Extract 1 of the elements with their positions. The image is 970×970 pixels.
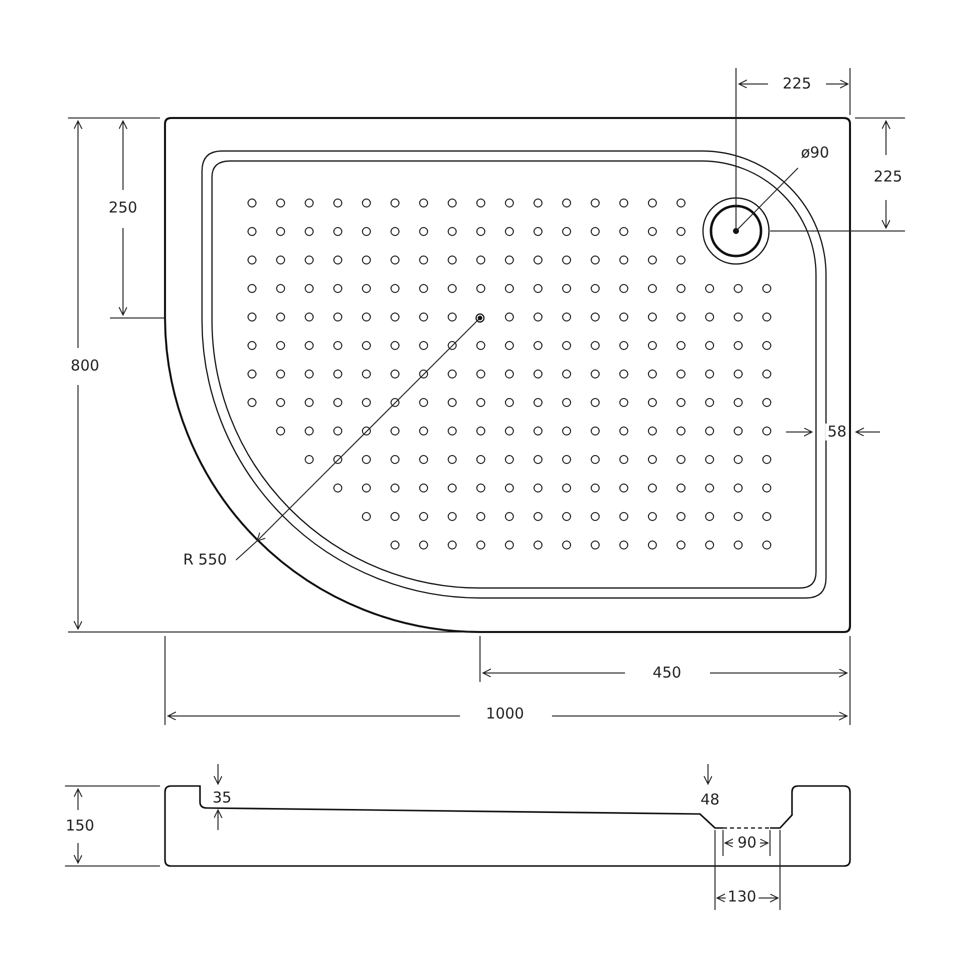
dimension-label: ø90	[798, 144, 832, 162]
